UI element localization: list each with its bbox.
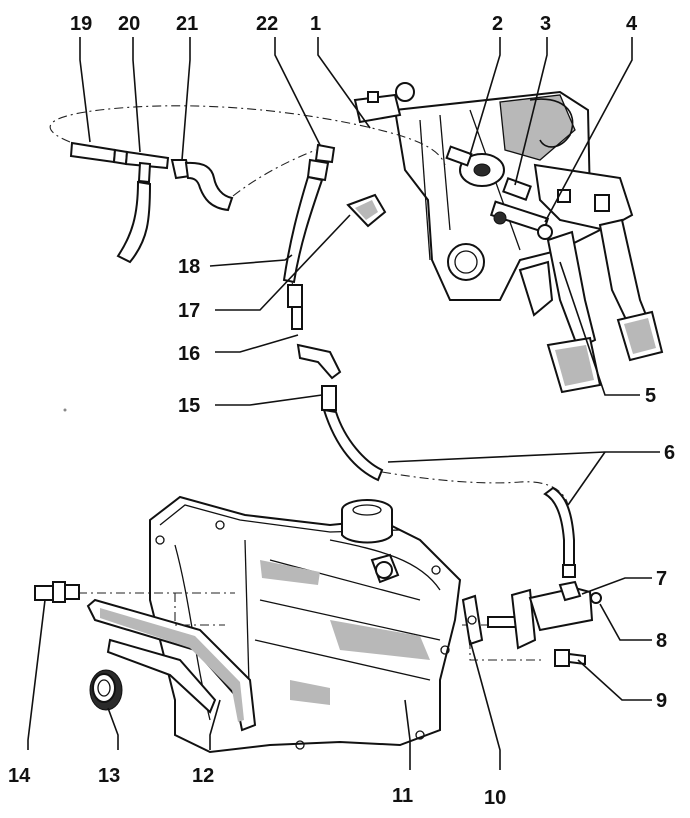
callout-5: 5 (645, 385, 656, 407)
clutch-line (287, 281, 576, 578)
callout-11: 11 (392, 785, 413, 807)
slave-cylinder (461, 580, 602, 667)
callout-16: 16 (178, 343, 200, 365)
callout-1: 1 (310, 13, 321, 35)
bleed-hose-assembly (49, 105, 446, 264)
callout-14: 14 (8, 765, 31, 787)
callout-7: 7 (656, 568, 667, 590)
supply-hose (232, 143, 336, 284)
callout-15: 15 (178, 395, 200, 417)
callout-3: 3 (540, 13, 551, 35)
callout-9: 9 (656, 690, 667, 712)
callout-labels: 19 20 21 22 1 2 3 4 18 17 16 15 5 6 7 8 … (8, 13, 675, 809)
callout-13: 13 (98, 765, 120, 787)
pedal-assembly (353, 82, 664, 394)
hose-bracket (346, 193, 387, 228)
callout-4: 4 (626, 13, 638, 35)
callout-22: 22 (256, 13, 278, 35)
callout-18: 18 (178, 256, 200, 278)
callout-12: 12 (192, 765, 214, 787)
callout-17: 17 (178, 300, 200, 322)
callout-21: 21 (176, 13, 198, 35)
callout-19: 19 (70, 13, 92, 35)
scan-speck (63, 408, 67, 412)
callout-2: 2 (492, 13, 503, 35)
callout-8: 8 (656, 630, 667, 652)
gearbox-housing (34, 495, 545, 754)
callout-10: 10 (484, 787, 506, 809)
leader-lines (27, 37, 660, 770)
callout-20: 20 (118, 13, 140, 35)
callout-6: 6 (664, 442, 675, 464)
